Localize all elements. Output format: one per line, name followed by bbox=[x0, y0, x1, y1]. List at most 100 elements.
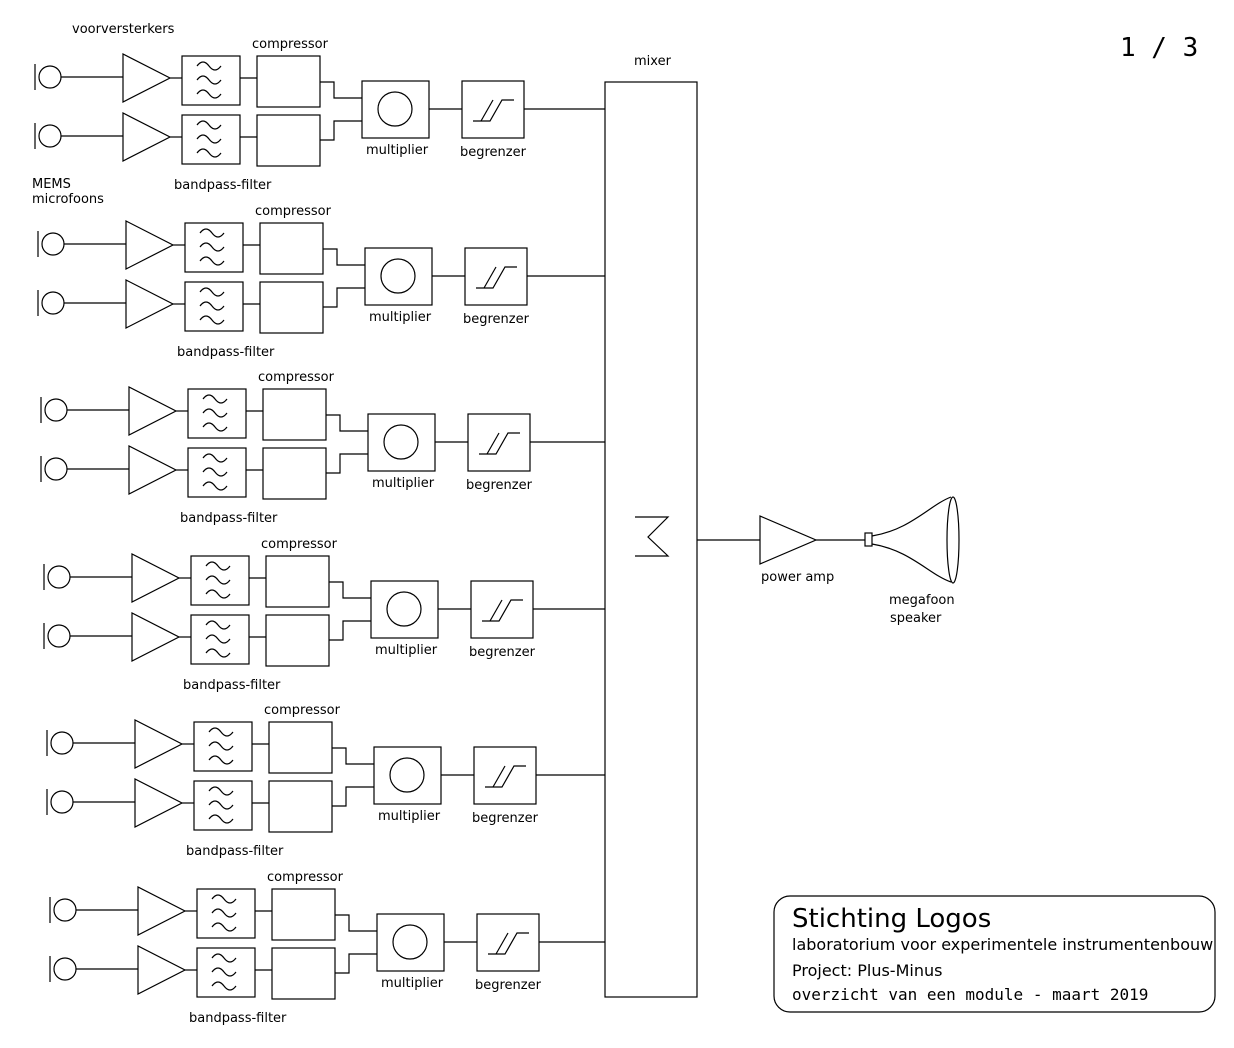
bandpass-filter-icon bbox=[184, 222, 244, 273]
compressor-box bbox=[268, 780, 333, 833]
preamp-icon bbox=[128, 386, 178, 436]
title-block-description: overzicht van een module - maart 2019 bbox=[792, 985, 1148, 1004]
compressor-wire bbox=[320, 120, 362, 141]
compressor-label: compressor bbox=[264, 703, 341, 718]
compressor-wire bbox=[323, 287, 365, 308]
preamp-icon bbox=[128, 445, 178, 495]
compressor-box bbox=[268, 721, 333, 774]
sigma-icon bbox=[635, 516, 670, 557]
bandpass-filter-icon bbox=[187, 447, 247, 498]
bandpass-filter-label: bandpass-filter bbox=[189, 1011, 287, 1026]
microphone-icon bbox=[46, 730, 74, 756]
multiplier-icon bbox=[373, 746, 442, 805]
multiplier-label: multiplier bbox=[372, 476, 435, 491]
channel-group: compressor bandpass-filter multiplier begre… bbox=[37, 204, 605, 360]
title-block-frame bbox=[773, 895, 1216, 1013]
limiter-label: begrenzer bbox=[460, 145, 527, 160]
preamp-icon bbox=[122, 112, 172, 162]
channel-group: compressor bandpass-filter multiplier begre… bbox=[43, 537, 605, 693]
bandpass-filter-label: bandpass-filter bbox=[174, 178, 272, 193]
microphone-icon bbox=[49, 897, 77, 923]
title-block: Stichting Logos laboratorium voor experi… bbox=[773, 895, 1216, 1013]
compressor-wire bbox=[320, 81, 362, 99]
speaker-label-line2: speaker bbox=[890, 611, 942, 626]
multiplier-icon bbox=[370, 580, 439, 639]
compressor-label: compressor bbox=[258, 370, 335, 385]
multiplier-icon bbox=[364, 247, 433, 306]
preamp-icon bbox=[131, 553, 181, 603]
bandpass-filter-label: bandpass-filter bbox=[186, 844, 284, 859]
compressor-label: compressor bbox=[255, 204, 332, 219]
microphone-icon bbox=[34, 64, 62, 90]
compressor-wire bbox=[329, 620, 371, 641]
compressor-label: compressor bbox=[267, 870, 344, 885]
bandpass-filter-icon bbox=[181, 114, 241, 165]
speaker-label-line1: megafoon bbox=[889, 593, 955, 608]
limiter-icon bbox=[473, 746, 537, 805]
preamp-icon bbox=[122, 53, 172, 103]
power-amp-label: power amp bbox=[761, 570, 834, 585]
microphone-icon bbox=[37, 231, 65, 257]
limiter-icon bbox=[470, 580, 534, 639]
multiplier-icon bbox=[367, 413, 436, 472]
channel-group: compressor bandpass-filter multiplier begre… bbox=[49, 870, 605, 1026]
title-block-title: Stichting Logos bbox=[792, 904, 991, 934]
preamp-icon bbox=[131, 612, 181, 662]
channel-groups: compressor bandpass-filter multiplier begre… bbox=[34, 37, 605, 1026]
microphone-icon bbox=[43, 623, 71, 649]
bandpass-filter-icon bbox=[184, 281, 244, 332]
megaphone-speaker-icon bbox=[864, 496, 960, 584]
bandpass-filter-icon bbox=[193, 721, 253, 772]
limiter-label: begrenzer bbox=[472, 811, 539, 826]
preamps-label: voorversterkers bbox=[72, 22, 175, 37]
multiplier-label: multiplier bbox=[369, 310, 432, 325]
compressor-wire bbox=[326, 453, 368, 474]
multiplier-label: multiplier bbox=[381, 976, 444, 991]
bandpass-filter-label: bandpass-filter bbox=[177, 345, 275, 360]
compressor-wire bbox=[332, 747, 374, 765]
mixer-label: mixer bbox=[634, 54, 672, 69]
microphone-icon bbox=[34, 123, 62, 149]
microphone-icon bbox=[49, 956, 77, 982]
channel-group: compressor bandpass-filter multiplier begre… bbox=[46, 703, 605, 859]
compressor-box bbox=[262, 388, 327, 441]
multiplier-label: multiplier bbox=[366, 143, 429, 158]
compressor-wire bbox=[329, 581, 371, 599]
compressor-box bbox=[256, 114, 321, 167]
compressor-wire bbox=[335, 953, 377, 974]
compressor-label: compressor bbox=[261, 537, 338, 552]
page-number: 1 / 3 bbox=[1120, 33, 1198, 63]
preamp-icon bbox=[125, 220, 175, 270]
compressor-box bbox=[256, 55, 321, 108]
power-amp-icon bbox=[759, 515, 818, 565]
preamp-icon bbox=[137, 886, 187, 936]
limiter-icon bbox=[464, 247, 528, 306]
microphone-icon bbox=[40, 397, 68, 423]
microphone-icon bbox=[46, 789, 74, 815]
compressor-box bbox=[259, 281, 324, 334]
compressor-box bbox=[271, 888, 336, 941]
limiter-label: begrenzer bbox=[469, 645, 536, 660]
limiter-label: begrenzer bbox=[466, 478, 533, 493]
multiplier-label: multiplier bbox=[378, 809, 441, 824]
mics-label-line2: microfoons bbox=[32, 192, 104, 207]
compressor-wire bbox=[332, 786, 374, 807]
compressor-box bbox=[259, 222, 324, 275]
channel-group: compressor bandpass-filter multiplier begre… bbox=[34, 37, 605, 193]
compressor-box bbox=[265, 614, 330, 667]
preamp-icon bbox=[134, 719, 184, 769]
limiter-icon bbox=[476, 913, 540, 972]
multiplier-label: multiplier bbox=[375, 643, 438, 658]
limiter-label: begrenzer bbox=[463, 312, 530, 327]
preamp-icon bbox=[137, 945, 187, 995]
compressor-box bbox=[271, 947, 336, 1000]
compressor-box bbox=[265, 555, 330, 608]
microphone-icon bbox=[43, 564, 71, 590]
bandpass-filter-label: bandpass-filter bbox=[180, 511, 278, 526]
channel-group: compressor bandpass-filter multiplier begre… bbox=[40, 370, 605, 526]
limiter-label: begrenzer bbox=[475, 978, 542, 993]
compressor-label: compressor bbox=[252, 37, 329, 52]
bandpass-filter-label: bandpass-filter bbox=[183, 678, 281, 693]
compressor-box bbox=[262, 447, 327, 500]
